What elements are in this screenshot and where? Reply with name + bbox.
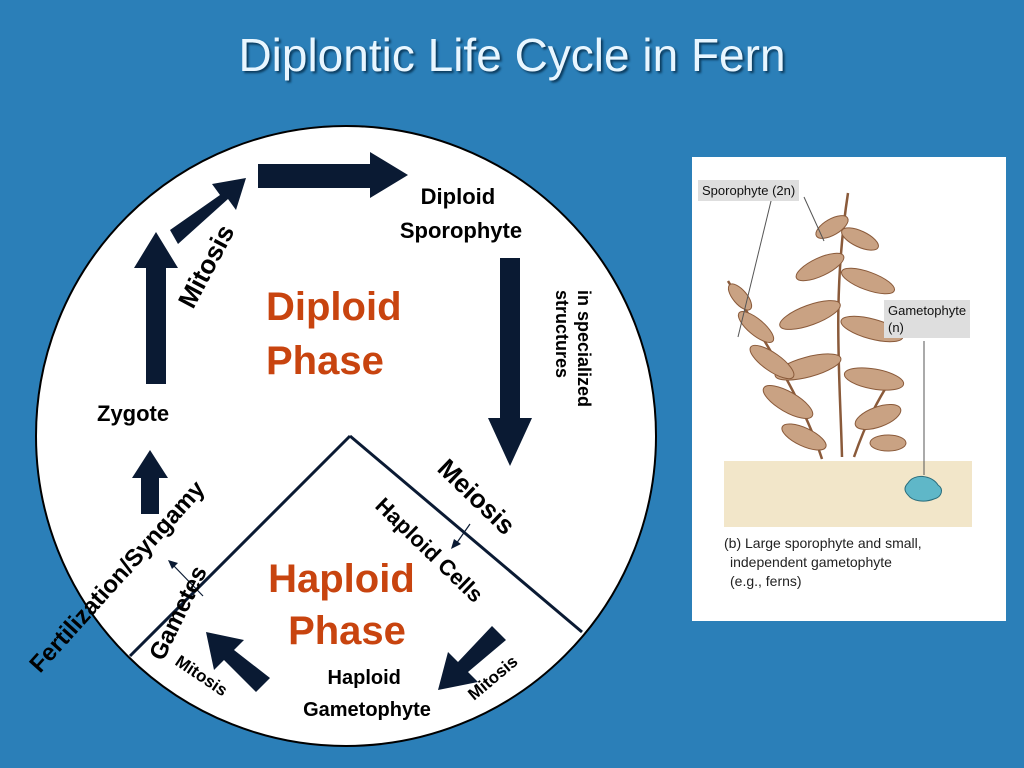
haploid-gametophyte-label: Haploid Gametophyte [303, 667, 431, 721]
fern-illustration [724, 192, 972, 527]
haploid-divider-left [128, 434, 352, 658]
gametophyte-callout-line1: Gametophyte [888, 303, 967, 318]
haploid-phase-label: Haploid Phase [268, 557, 426, 653]
frond-left-4 [762, 385, 814, 419]
pointer-head-fertilization [168, 560, 178, 569]
pointer-haploid-cells [455, 523, 471, 545]
arrow-fertilization-up [132, 450, 168, 514]
frond-tall-5 [779, 300, 841, 330]
frond-tall-8 [843, 367, 905, 391]
pointer-fertilization [172, 564, 204, 597]
slide-title: Diplontic Life Cycle in Fern [238, 29, 786, 81]
gametophyte-callout-line2: (n) [888, 320, 904, 335]
frond-tall-3 [795, 252, 845, 282]
figure-caption: (b) Large sporophyte and small, independ… [724, 534, 922, 591]
caption-line-3: (e.g., ferns) [730, 573, 802, 589]
frond-tall-4 [841, 267, 895, 295]
frond-left-2 [737, 311, 775, 343]
sporophyte-callout: Sporophyte (2n) [698, 180, 800, 201]
arrow-top-right [258, 152, 408, 198]
arrow-down-meiosis [488, 258, 532, 466]
caption-line-2: independent gametophyte [730, 554, 892, 570]
arrow-to-gametes [206, 632, 270, 692]
arrow-to-gametophyte [438, 626, 506, 690]
frond-left-3 [749, 344, 795, 380]
gametophyte-plant [904, 476, 942, 502]
haploid-divider-right [349, 434, 583, 634]
zygote-label: Zygote [97, 401, 169, 426]
arrow-zygote-up [134, 232, 178, 384]
frond-right-2 [869, 434, 907, 452]
pointer-head-haploid-cells [451, 539, 461, 549]
arrow-mitosis-diagonal [170, 178, 246, 244]
frond-left-5 [781, 423, 827, 451]
frond-right-1 [854, 404, 902, 430]
diploid-phase-label: Diploid Phase [266, 285, 413, 383]
gametophyte-callout: Gametophyte (n) [884, 300, 971, 338]
cycle-circle [35, 125, 657, 747]
sporophyte-leader-1 [737, 196, 773, 338]
fern-figure-panel: Sporophyte (2n) Gametophyte (n) (b) Larg… [692, 157, 1006, 621]
in-specialized-structures-label: in specialized structures [552, 290, 594, 412]
sporophyte-leader-2 [803, 196, 825, 242]
caption-line-1: (b) Large sporophyte and small, [724, 535, 922, 551]
frond-tall-1 [815, 215, 849, 239]
frond-tall-2 [841, 227, 879, 251]
diploid-sporophyte-label: Diploid Sporophyte [400, 184, 522, 243]
